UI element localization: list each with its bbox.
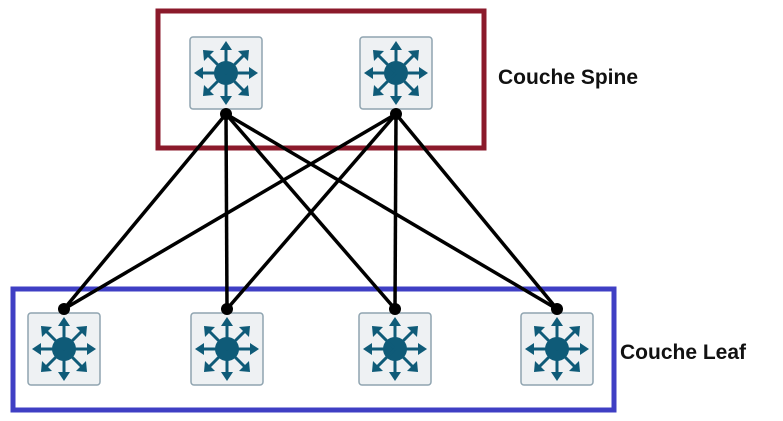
leaf-layer-frame: [10, 286, 617, 413]
link-spine-2-leaf-3: [393, 113, 398, 310]
link-spine-2-leaf-2: [225, 112, 398, 311]
link-endpoints: [58, 108, 563, 315]
link-spine-1-leaf-1: [62, 112, 228, 311]
link-endpoint-dot: [390, 108, 402, 120]
leaf-switches: [26, 311, 595, 387]
spine-switches: [188, 35, 434, 111]
spine-switch-2-icon[interactable]: [358, 35, 434, 111]
link-spine-2-leaf-1: [63, 112, 397, 311]
link-endpoint-dot: [221, 303, 233, 315]
link-endpoint-dot: [551, 303, 563, 315]
leaf-switch-4-icon[interactable]: [519, 311, 595, 387]
link-spine-1-leaf-4: [225, 112, 558, 311]
spine-leaf-links: [62, 112, 559, 311]
spine-layer-label: Couche Spine: [498, 66, 639, 89]
link-spine-1-leaf-2: [224, 113, 229, 310]
leaf-layer-label: Couche Leaf: [620, 341, 747, 364]
leaf-switch-1-icon[interactable]: [26, 311, 102, 387]
link-endpoint-dot: [58, 303, 70, 315]
spine-switch-1-icon[interactable]: [188, 35, 264, 111]
link-spine-2-leaf-4: [394, 112, 559, 311]
link-endpoint-dot: [389, 303, 401, 315]
leaf-switch-3-icon[interactable]: [357, 311, 433, 387]
leaf-switch-2-icon[interactable]: [189, 311, 265, 387]
link-endpoint-dot: [220, 108, 232, 120]
spine-layer-frame: [155, 8, 487, 151]
